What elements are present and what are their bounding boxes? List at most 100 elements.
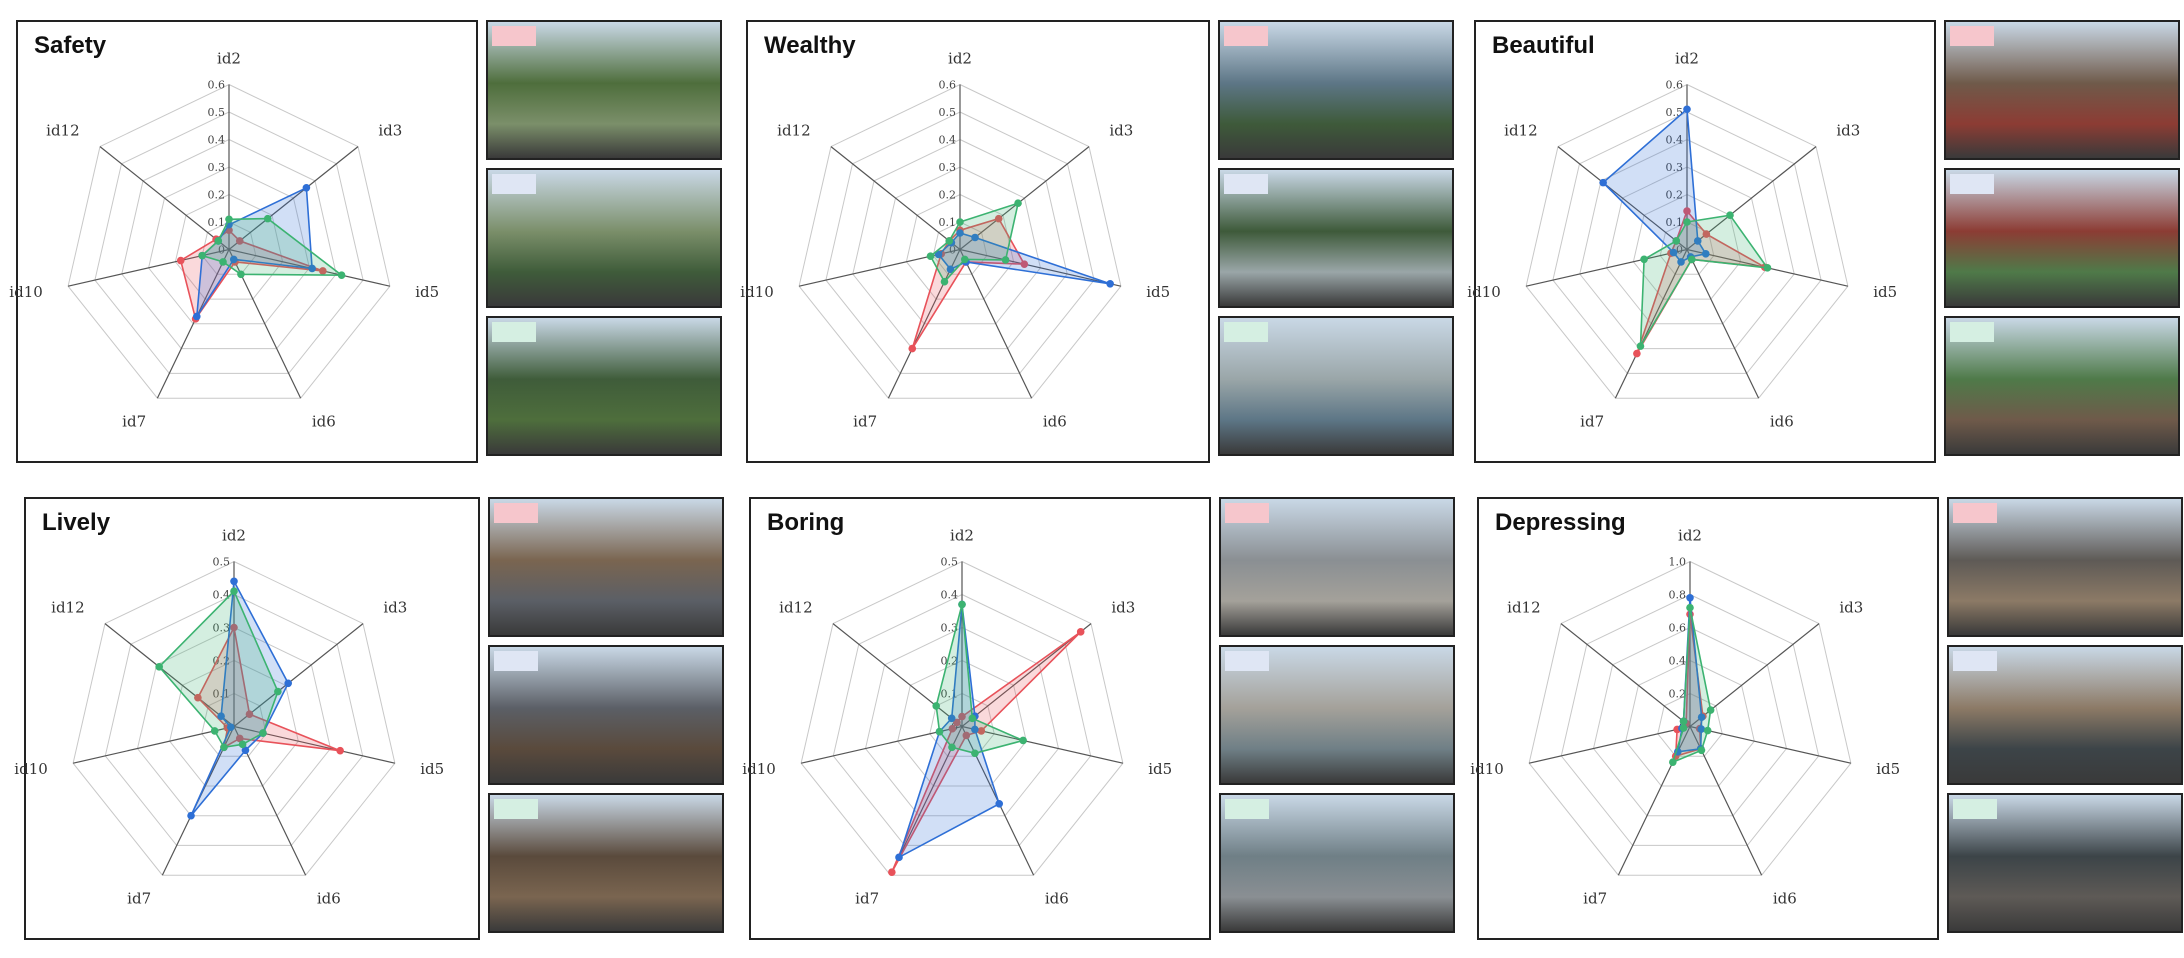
series-blue-point-id6 — [241, 746, 250, 755]
series-blue-point-id5 — [1701, 249, 1710, 258]
street-view-photo — [1219, 793, 1455, 933]
radar-chart: Lively00.10.20.30.40.5id2id3id5id6id7id1… — [14, 497, 480, 940]
street-view-photo — [1218, 316, 1454, 456]
series-green-point-id6 — [1697, 746, 1706, 755]
grid-ring — [852, 138, 1068, 350]
series-green-point-id3 — [263, 214, 272, 223]
axis-label-id2: id2 — [948, 50, 972, 68]
axis-spoke — [1614, 249, 1688, 399]
chart-title: Wealthy — [764, 32, 856, 59]
tick-label: 0.3 — [939, 161, 957, 174]
street-view-photo — [486, 20, 722, 160]
series-blue-point-id6 — [229, 255, 238, 264]
series-blue-point-id3 — [284, 679, 292, 688]
grid-ring — [1528, 560, 1852, 876]
series-green-point-id12 — [1679, 717, 1688, 726]
axis-label-id5: id5 — [415, 283, 439, 301]
tick-label: 0.8 — [1669, 589, 1687, 602]
series-green-point-id5 — [1001, 256, 1010, 264]
series-green-point-id3 — [1706, 706, 1715, 714]
tick-label: 1.0 — [1669, 556, 1687, 569]
grid-ring — [1592, 626, 1788, 817]
series-color-tag — [494, 503, 538, 523]
series-green-point-id10 — [1679, 724, 1688, 732]
grid-ring — [201, 221, 257, 275]
series-red-point-id3 — [245, 710, 254, 718]
tick-label: 0.5 — [939, 106, 957, 119]
axis-spoke — [830, 146, 961, 250]
chart-title: Beautiful — [1492, 32, 1595, 59]
axis-label-id6: id6 — [1043, 413, 1067, 431]
axis-spoke — [156, 249, 230, 399]
series-blue-point-id6 — [995, 800, 1004, 808]
series-green-area — [158, 589, 279, 749]
series-red-point-id2 — [1683, 207, 1691, 215]
street-view-photo — [488, 645, 724, 785]
tick-label: 0.3 — [208, 161, 226, 174]
tick-label: 0.6 — [939, 79, 957, 92]
radar-svg: 00.10.20.30.40.50.6id2id3id5id6id7id10id… — [1467, 50, 1897, 431]
series-red-point-id3 — [994, 214, 1003, 223]
series-color-tag — [492, 26, 536, 46]
grid-ring — [94, 111, 364, 374]
grid-ring — [72, 560, 396, 876]
series-red-point-id2 — [958, 712, 966, 721]
tick-label: 0.5 — [941, 556, 959, 569]
series-red-area — [196, 625, 341, 752]
series-green-point-id3 — [968, 714, 977, 723]
grid-ring — [201, 692, 267, 757]
street-view-photo — [488, 793, 724, 933]
axis-spoke — [1689, 725, 1851, 764]
grid-ring — [1625, 659, 1755, 787]
series-red-point-id2 — [230, 623, 238, 632]
tick-label: 0.5 — [208, 106, 226, 119]
series-blue-point-id7 — [187, 811, 195, 820]
axis-label-id3: id3 — [1836, 121, 1860, 139]
series-color-tag — [1953, 503, 1997, 523]
axis-label-id7: id7 — [122, 413, 146, 431]
series-green-area — [929, 202, 1020, 284]
axis-label-id3: id3 — [1109, 121, 1133, 139]
series-blue-point-id2 — [956, 229, 964, 237]
grid-ring — [905, 193, 1015, 300]
series-green-point-id7 — [1669, 758, 1677, 766]
grid-ring — [1552, 111, 1822, 374]
street-view-photo — [488, 497, 724, 637]
axis-spoke — [1686, 249, 1760, 399]
series-green-area — [935, 604, 1026, 755]
series-green-point-id7 — [940, 277, 949, 286]
series-blue-point-id7 — [192, 312, 201, 321]
street-view-photo — [1218, 20, 1454, 160]
grid-ring — [121, 138, 337, 350]
series-blue-point-id3 — [302, 183, 311, 192]
series-red-point-id6 — [235, 734, 244, 743]
series-green-point-id5 — [337, 271, 346, 280]
axis-spoke — [959, 248, 1121, 287]
series-red-point-id7 — [888, 868, 896, 876]
grid-ring — [169, 659, 299, 787]
series-green-point-id6 — [237, 270, 245, 279]
series-blue-point-id3 — [1697, 713, 1706, 722]
tick-label: 0.1 — [208, 216, 226, 229]
series-green-point-id5 — [1019, 736, 1027, 745]
series-red-point-id3 — [1076, 628, 1085, 636]
series-red-point-id10 — [176, 256, 185, 265]
series-blue-point-id3 — [1693, 237, 1702, 245]
series-blue-point-id5 — [971, 725, 979, 734]
grid-ring — [864, 626, 1060, 817]
tick-label: 0 — [1676, 244, 1683, 257]
series-blue-point-id12 — [947, 714, 956, 723]
axis-label-id7: id7 — [1580, 413, 1604, 431]
axis-label-id10: id10 — [742, 760, 776, 778]
series-green-point-id12 — [932, 702, 940, 710]
series-green-point-id2 — [1686, 603, 1694, 612]
street-view-photo — [1219, 645, 1455, 785]
grid-ring — [800, 560, 1124, 876]
series-blue-point-id2 — [1683, 105, 1691, 114]
series-blue-point-id7 — [1677, 258, 1685, 266]
axis-label-id6: id6 — [1770, 413, 1794, 431]
axis-spoke — [832, 623, 963, 727]
series-blue-point-id7 — [895, 853, 903, 862]
